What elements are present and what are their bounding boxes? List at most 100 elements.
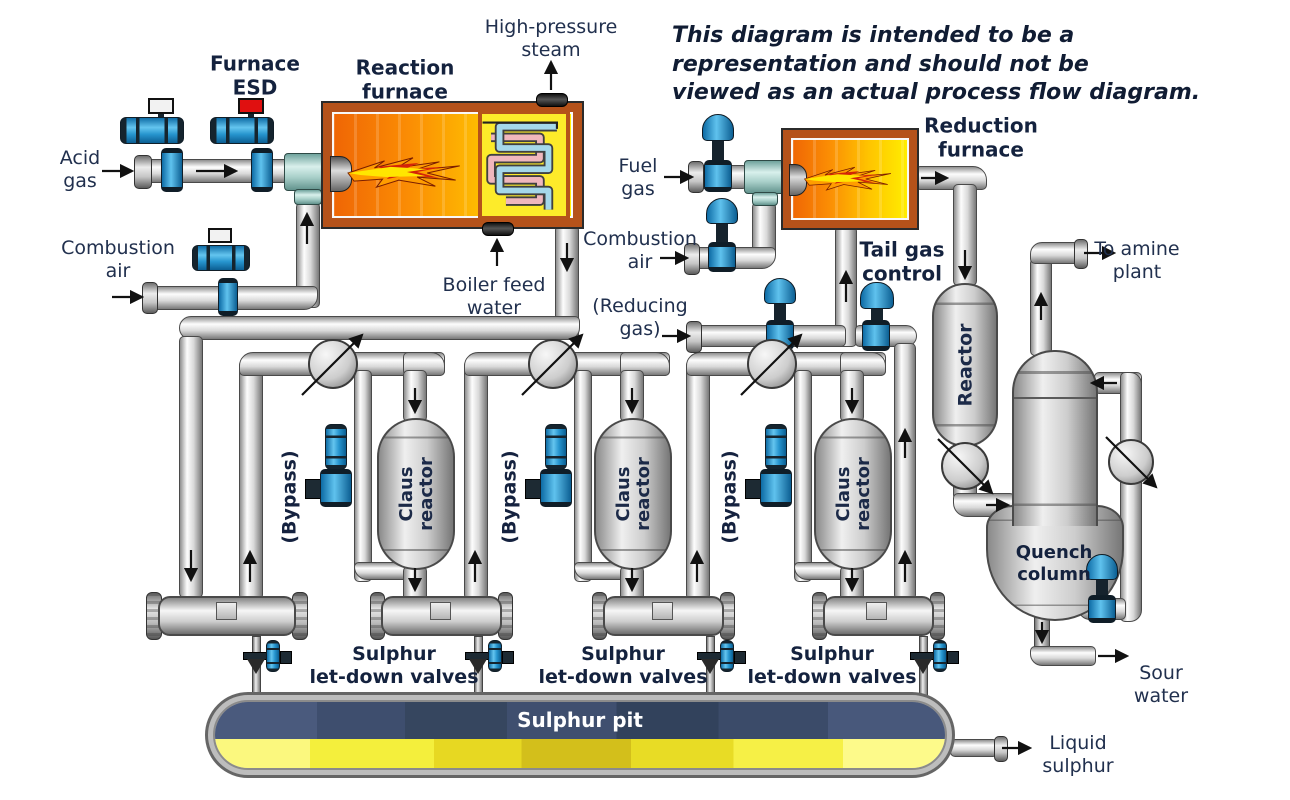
fuel-gas-label: Fuel gas <box>618 154 658 200</box>
high-pressure-steam-label: High-pressure steam <box>484 15 618 61</box>
claus-reactor-2-label: Claus reactor <box>613 457 654 531</box>
bypass1-pipe <box>354 370 372 582</box>
claus2-inlet-pipe <box>620 370 644 422</box>
condenser2-manway <box>430 602 451 620</box>
liquid-sulphur-pipe-cap <box>994 736 1008 762</box>
tail-gas-riser <box>894 343 916 600</box>
combustion-air-valve-actuator <box>192 245 250 271</box>
tail-gas-control-valve-actuator <box>860 282 894 309</box>
claus-reactor-3-label: Claus reactor <box>833 457 874 531</box>
burner-tee-fitting-2 <box>744 160 788 194</box>
steam-outlet-nozzle <box>536 93 568 107</box>
furnace-esd-label: Furnace ESD <box>210 51 300 100</box>
letdown3-actuator <box>720 640 734 672</box>
letdown4-actuator <box>933 640 947 672</box>
letdown4-valve <box>914 659 932 674</box>
sulphur-letdown-label-3: Sulphur let-down valves <box>747 642 917 688</box>
process-gas-return-pipe <box>179 316 580 340</box>
hydrogenation-reactor <box>932 283 998 447</box>
reducing-gas-valve-body <box>766 320 794 350</box>
condenser1-manway <box>216 602 237 620</box>
pit-gas-space <box>215 702 945 739</box>
fuel-gas-valve-stem <box>712 139 724 163</box>
quench-dome-seam <box>1014 397 1096 399</box>
letdown3-block <box>734 651 746 664</box>
quench-column-shell <box>1012 350 1098 526</box>
bypass3-valve-actuator <box>765 424 787 470</box>
letdown3-valve <box>701 659 719 674</box>
reduction-furnace <box>781 128 919 230</box>
reducing-gas-valve-actuator <box>764 278 796 304</box>
bypass3-valve-body <box>760 469 792 507</box>
quench-circulation-pipe <box>1120 372 1142 622</box>
sulphur-pit-interior: Sulphur pit <box>213 700 947 770</box>
liquid-sulphur-pipe <box>950 739 998 757</box>
sour-water-label: Sour water <box>1133 661 1189 707</box>
combustion-air-valve-indicator <box>208 228 232 243</box>
condenser3-outlet-riser <box>686 360 710 600</box>
amine-riser <box>1030 258 1052 356</box>
esd-valve-2-body <box>251 148 273 192</box>
letdown2-block <box>502 651 514 664</box>
fuel-gas-pipe-cap <box>688 161 704 193</box>
boiler-feed-water-label: Boiler feed water <box>442 273 546 319</box>
reducing-gas-label: (Reducing gas) <box>592 294 688 340</box>
letdown1-actuator <box>266 640 280 672</box>
sulphur-pit-label: Sulphur pit <box>517 708 643 733</box>
reducing-gas-pipe-cap <box>686 321 702 353</box>
bypass1-valve-actuator <box>325 424 347 470</box>
letdown1-valve <box>247 659 265 674</box>
esd-valve-1-actuator <box>120 117 184 144</box>
letdown4-block <box>947 651 959 664</box>
claus3-inlet-pipe <box>840 370 864 422</box>
tail-gas-control-label: Tail gas control <box>859 237 945 286</box>
pit-liquid-sulphur <box>215 738 945 768</box>
condenser3-manway <box>652 602 673 620</box>
esd-valve-1-indicator <box>148 98 174 114</box>
combustion-air-left-label: Combustion air <box>61 236 175 282</box>
combustion-air-right-label: Combustion air <box>583 227 697 273</box>
boiler-coil-icon <box>482 121 558 210</box>
acid-gas-pipe-cap <box>134 155 152 189</box>
combustion-air2-valve-stem <box>716 222 728 244</box>
condenser2-outlet-riser <box>464 360 488 600</box>
reactor-outlet-pipe <box>953 440 977 500</box>
claus-reactor-2 <box>594 418 672 570</box>
sulphur-letdown-label-2: Sulphur let-down valves <box>538 642 708 688</box>
waste-heat-boiler <box>478 110 570 220</box>
combustion-air2-valve-body <box>708 242 736 272</box>
bypass3-label: (Bypass) <box>718 450 741 544</box>
bypass1-valve-body <box>320 469 352 507</box>
reactor-inlet-pipe <box>953 184 977 286</box>
condenser1-outlet-riser <box>239 360 263 600</box>
sour-water-pipe <box>1030 646 1096 666</box>
to-amine-plant-label: To amine plant <box>1094 237 1180 283</box>
reaction-furnace <box>321 101 584 229</box>
claus-reactor-1 <box>377 418 455 570</box>
esd-valve-2-actuator <box>210 117 274 144</box>
quench-valve-actuator <box>1086 554 1118 580</box>
quench-valve-stem <box>1096 578 1108 598</box>
bypass2-pipe <box>574 370 592 582</box>
reducing-gas-valve-stem <box>774 302 786 324</box>
tee-stub <box>294 189 322 205</box>
sulphur-pit: Sulphur pit <box>205 692 955 778</box>
bypass2-label: (Bypass) <box>498 450 521 544</box>
claus1-inlet-pipe <box>403 370 427 422</box>
fuel-gas-valve-actuator <box>702 114 734 141</box>
quench-column-label: Quench column <box>1015 542 1093 585</box>
bypass1-label: (Bypass) <box>278 450 301 544</box>
amine-pipe-cap <box>1074 239 1088 269</box>
sulphur-letdown-label-1: Sulphur let-down valves <box>309 642 479 688</box>
fuel-gas-valve-body <box>704 160 732 192</box>
bypass3-pipe <box>794 370 812 582</box>
letdown2-actuator <box>488 640 502 672</box>
combustion-air-pipe-cap <box>142 282 158 314</box>
esd-valve-1-body <box>161 148 183 192</box>
flame-icon <box>347 157 460 189</box>
reaction-furnace-label: Reaction furnace <box>355 55 455 104</box>
tail-gas-control-valve-body <box>862 320 890 351</box>
quench-valve-body <box>1088 595 1116 623</box>
disclaimer-note: This diagram is intended to be a represe… <box>672 23 1201 106</box>
